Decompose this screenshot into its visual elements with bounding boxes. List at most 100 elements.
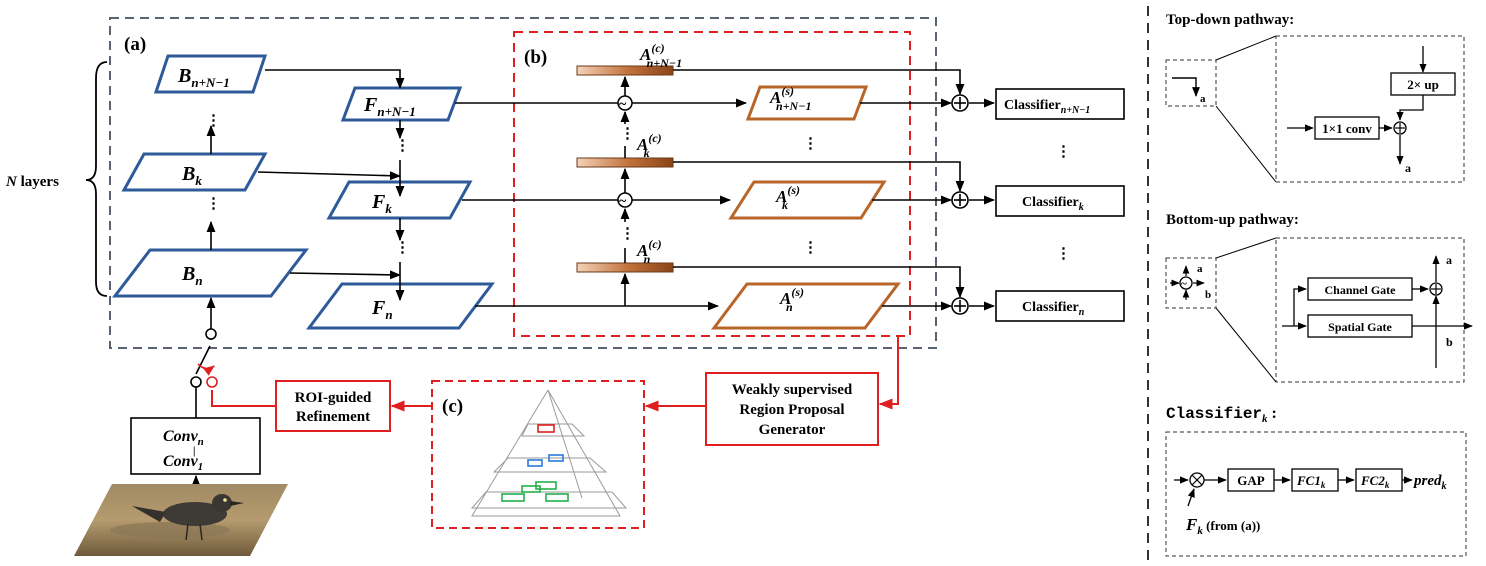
- svg-text:Bn+N−1: Bn+N−1: [177, 65, 230, 90]
- svg-text:A(c)k: A(c)k: [636, 131, 662, 160]
- panel-b-wires: [455, 69, 996, 311]
- classifier-input-label: Fk (from (a)): [1185, 515, 1260, 537]
- svg-text:Classifiern+N−1: Classifiern+N−1: [1004, 98, 1090, 116]
- svg-text:|: |: [193, 445, 195, 457]
- svg-text:Refinement: Refinement: [296, 409, 370, 425]
- spatial-attention-k: A(s)k: [728, 180, 887, 220]
- bottom-up-wires: [1282, 255, 1473, 368]
- pyramid-roi-green: [501, 481, 569, 502]
- bottom-up-mini-a: a: [1197, 263, 1203, 275]
- lateral-arrows: [257, 69, 405, 302]
- svg-text:Fn+N−1: Fn+N−1: [363, 94, 416, 119]
- pyramid-roi-red: [537, 424, 555, 433]
- spatial-attention-top: A(s)n+N−1: [745, 84, 869, 121]
- roi-to-switch-arrow: [211, 390, 276, 407]
- top-down-title: Top-down pathway:: [1166, 12, 1294, 28]
- feature-pyramid: [470, 389, 628, 517]
- classifier-n: Classifiern: [995, 290, 1125, 322]
- gate-node-top: ~: [617, 95, 633, 112]
- sum-node-n: [951, 297, 969, 315]
- top-down-mini-arrow: [1172, 77, 1200, 97]
- top-down-zoom-line-1: [1215, 35, 1277, 61]
- spatial-attention-n: A(s)n: [711, 282, 901, 330]
- top-down-wires: [1287, 46, 1427, 165]
- svg-text:ROI-guided: ROI-guided: [295, 390, 372, 406]
- top-down-mini-a: a: [1200, 93, 1206, 105]
- bottom-up-output-b: b: [1446, 335, 1453, 349]
- svg-text:A(s)k: A(s)k: [775, 183, 800, 212]
- svg-text:Classifierk: Classifierk: [1022, 195, 1084, 213]
- svg-text:Fn: Fn: [371, 297, 393, 322]
- gap-box: GAP: [1227, 468, 1275, 492]
- backbone-block-top: Bn+N−1: [153, 54, 268, 94]
- panel-b-dots-lower: ⋮: [620, 226, 635, 242]
- feature-block-top: Fn+N−1: [340, 86, 463, 122]
- backbone-block-k: Bk: [121, 152, 268, 192]
- panel-b-label: (b): [524, 47, 547, 68]
- classifier-legend-title: Classifierk :: [1166, 405, 1277, 425]
- backbone-block-n: Bn: [111, 248, 310, 298]
- svg-text:~: ~: [1181, 278, 1187, 290]
- svg-text:A(s)n+N−1: A(s)n+N−1: [769, 84, 811, 113]
- backbone-dots-upper: ⋮: [206, 113, 221, 129]
- bottom-up-mini-b: b: [1205, 289, 1211, 301]
- svg-text:Region Proposal: Region Proposal: [739, 402, 844, 418]
- sum-node-top: [951, 94, 969, 112]
- svg-text:Weakly supervised: Weakly supervised: [732, 382, 853, 398]
- feature-block-k: Fk: [326, 180, 473, 220]
- classifier-dots-lower: ⋮: [1056, 246, 1071, 262]
- top-down-zoom-line-2: [1215, 105, 1277, 183]
- region-proposal-box: Weakly supervised Region Proposal Genera…: [705, 372, 879, 446]
- bottom-up-output-a: a: [1446, 253, 1452, 267]
- bottom-up-mini-box: [1165, 257, 1217, 309]
- svg-text:GAP: GAP: [1237, 473, 1265, 488]
- top-down-up-box: 2× up: [1390, 72, 1456, 96]
- panel-a-label: (a): [124, 34, 146, 55]
- top-down-detail-box: [1275, 35, 1465, 183]
- conv-stack: Convn | Conv1: [130, 417, 261, 475]
- bottom-up-mini-gate: ~: [1170, 265, 1205, 300]
- bottom-up-zoom-line-2: [1215, 307, 1277, 383]
- svg-text:A(c)n+N−1: A(c)n+N−1: [639, 41, 682, 70]
- feature-dots-lower: ⋮: [395, 240, 410, 256]
- bottom-up-sum-node: [1429, 282, 1443, 296]
- feature-dots-upper: ⋮: [395, 138, 410, 154]
- bottom-up-title: Bottom-up pathway:: [1166, 212, 1299, 228]
- panel-c-label: (c): [442, 396, 463, 417]
- svg-text:~: ~: [619, 97, 627, 112]
- svg-text:Spatial Gate: Spatial Gate: [1328, 320, 1392, 334]
- svg-text:Convn: Convn: [163, 428, 204, 448]
- top-down-conv-box: 1×1 conv: [1314, 116, 1380, 140]
- svg-text:Bn: Bn: [181, 263, 203, 288]
- svg-text:FC2k: FC2k: [1360, 473, 1390, 490]
- svg-text:Conv1: Conv1: [163, 453, 203, 473]
- panel-b-dots-upper: ⋮: [620, 126, 635, 142]
- channel-gate-box: Channel Gate: [1307, 277, 1413, 301]
- fc1-box: FC1k: [1291, 468, 1339, 492]
- svg-text:Generator: Generator: [759, 422, 826, 438]
- svg-text:Channel Gate: Channel Gate: [1324, 283, 1396, 297]
- svg-text:Classifiern: Classifiern: [1022, 300, 1085, 318]
- gate-node-k: ~: [617, 192, 633, 209]
- pyramid-roi-blue-2: [548, 454, 564, 462]
- svg-text:2× up: 2× up: [1407, 77, 1439, 92]
- svg-text:~: ~: [619, 194, 627, 209]
- classifier-dots-upper: ⋮: [1056, 144, 1071, 160]
- svg-text:FC1k: FC1k: [1296, 473, 1326, 490]
- backbone-dots-lower: ⋮: [206, 196, 221, 212]
- feature-block-n: Fn: [306, 282, 495, 330]
- top-down-sum-node: [1393, 121, 1407, 135]
- classifier-multiply-node: [1189, 472, 1205, 488]
- top-down-output-a: a: [1405, 161, 1411, 175]
- panel-b-frame: [513, 31, 911, 337]
- roi-refinement-box: ROI-guided Refinement: [275, 380, 391, 432]
- classifier-top: Classifiern+N−1: [995, 88, 1125, 120]
- bottom-up-detail-box: [1275, 237, 1465, 383]
- panel-b-dots-mid-lower: ⋮: [803, 240, 818, 256]
- svg-text:1×1 conv: 1×1 conv: [1322, 121, 1372, 136]
- n-layers-label: N layers: [5, 174, 59, 190]
- pyramid-roi-blue-1: [527, 459, 543, 467]
- svg-text:A(c)n: A(c)n: [636, 237, 662, 266]
- classifier-legend-box: [1165, 431, 1467, 557]
- n-layers-brace: [85, 61, 108, 297]
